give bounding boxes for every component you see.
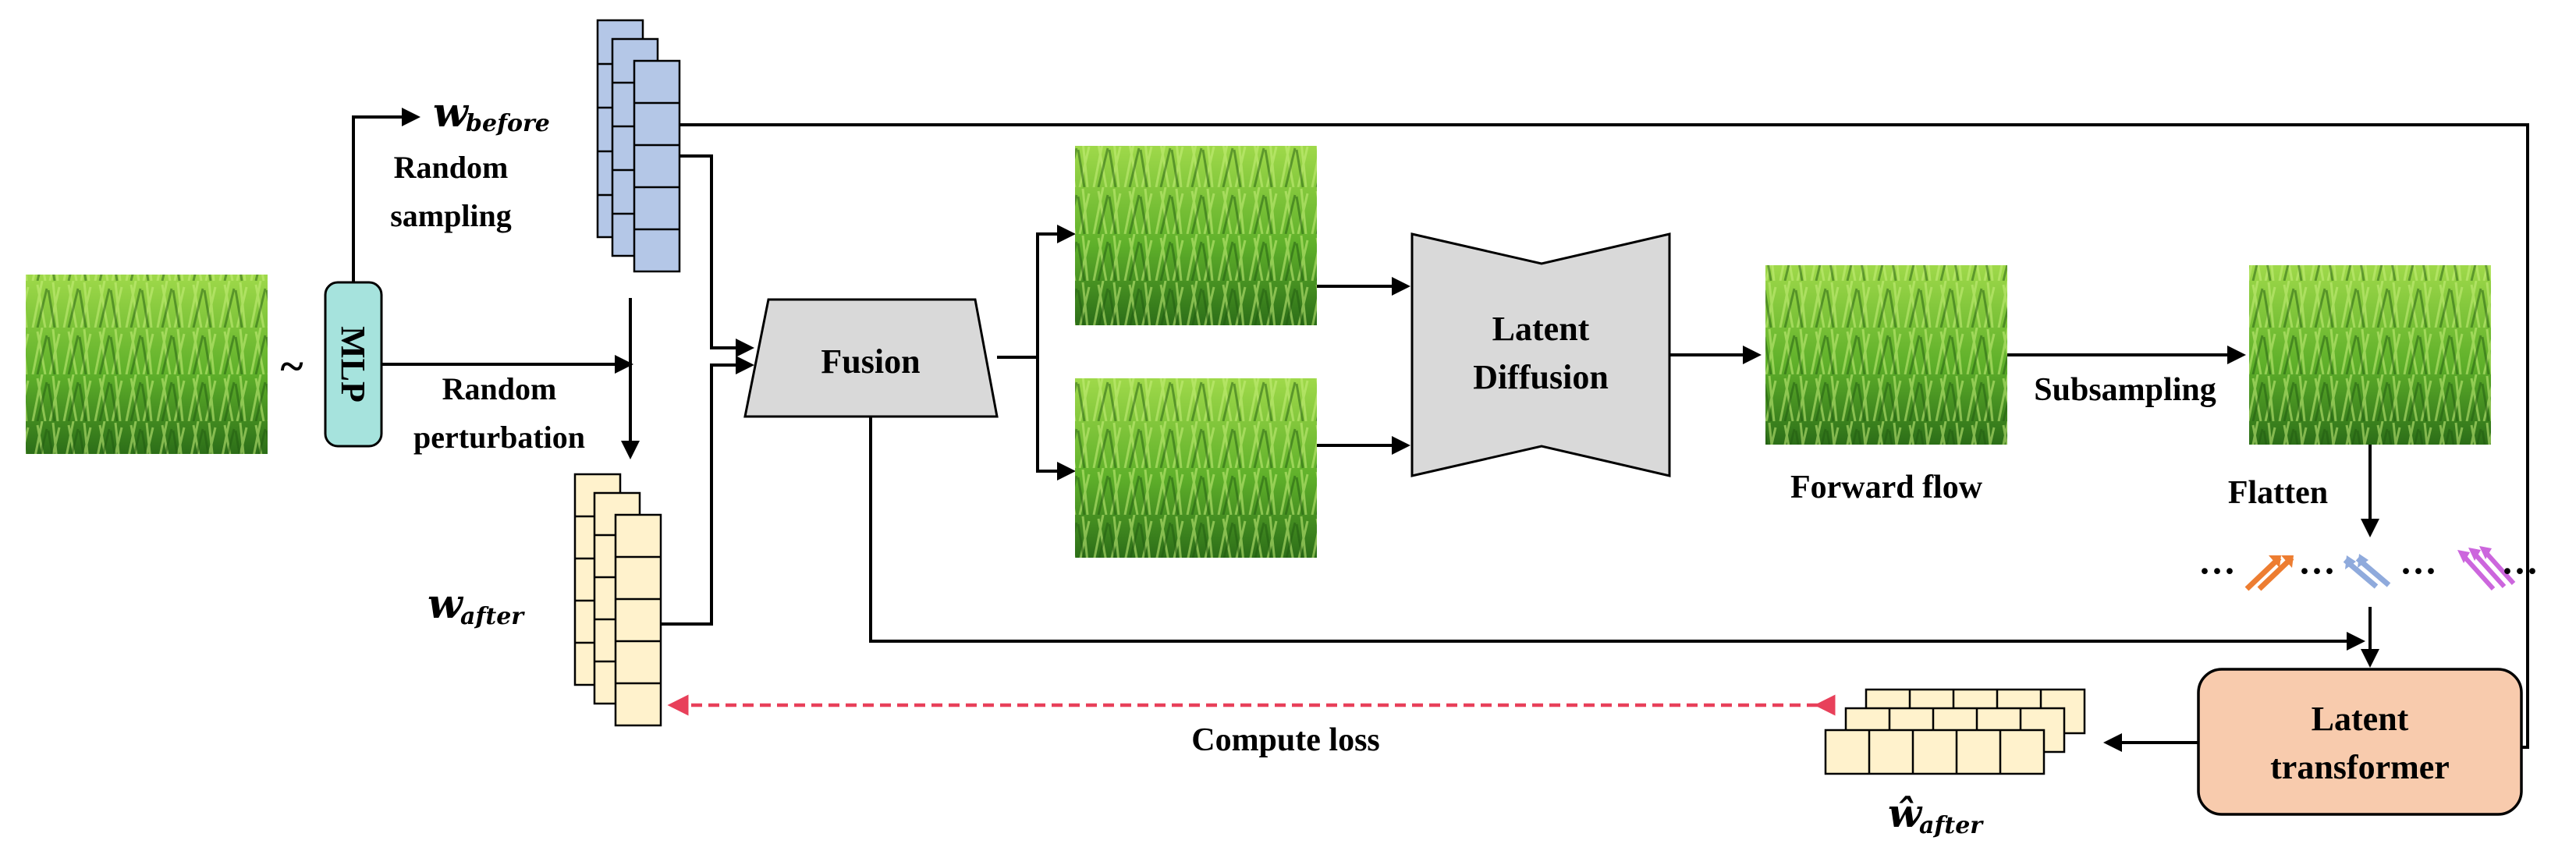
w-hat-after-tokens xyxy=(1824,688,2086,775)
svg-text:w: w xyxy=(428,580,464,628)
flattened-vector-tokens: ··· ··· ··· ··· xyxy=(2198,546,2539,592)
arrow-w-before-to-fusion xyxy=(679,154,754,357)
w-before-symbol: w before xyxy=(433,89,550,137)
w-hat-after-symbol: ŵ after xyxy=(1888,790,1984,839)
arrow-fusion-to-transformer xyxy=(869,417,2365,651)
subsampling-label: Subsampling xyxy=(2034,372,2216,408)
svg-text:before: before xyxy=(466,110,550,137)
fusion-block xyxy=(743,298,999,418)
svg-text:w: w xyxy=(433,89,470,137)
svg-text:ŵ: ŵ xyxy=(1888,790,1923,836)
flatten-label: Flatten xyxy=(2228,475,2328,511)
w-after-tokens xyxy=(573,473,662,727)
arrow-fusion-to-images xyxy=(997,225,1076,359)
w-after-symbol: w after xyxy=(428,580,525,630)
latent-diffusion-label-2: Diffusion xyxy=(1473,358,1609,396)
tilde-symbol: ~ xyxy=(280,342,303,391)
compute-loss-label: Compute loss xyxy=(1191,722,1380,758)
svg-text:···: ··· xyxy=(2400,551,2437,592)
w-before-tokens xyxy=(596,19,681,273)
latent-transformer-label-2: transformer xyxy=(2270,748,2450,786)
latent-diffusion-label: Latent xyxy=(1492,310,1590,348)
svg-text:···: ··· xyxy=(2298,551,2336,592)
fused-grass-image-bottom xyxy=(1075,378,1317,558)
arrow-w-after-to-fusion xyxy=(661,356,754,626)
arrow-fusion-to-image-2 xyxy=(1036,357,1076,480)
random-sampling-label-2: sampling xyxy=(390,198,512,233)
arrow-mlp-to-w-before xyxy=(352,108,420,282)
fusion-label: Fusion xyxy=(821,342,920,381)
latent-transformer-label: Latent xyxy=(2312,700,2409,738)
random-perturbation-label: Random xyxy=(442,371,557,406)
random-perturbation-label-2: perturbation xyxy=(413,420,585,455)
latent-diffusion-block xyxy=(1410,232,1671,477)
svg-text:···: ··· xyxy=(2198,551,2236,592)
input-grass-image xyxy=(26,275,268,454)
random-sampling-label: Random xyxy=(394,150,509,185)
latent-transformer-block xyxy=(2197,668,2523,816)
mlp-label: MLP xyxy=(334,326,372,402)
forward-flow-image xyxy=(1765,265,2007,445)
svg-text:···: ··· xyxy=(2501,551,2539,592)
forward-flow-label: Forward flow xyxy=(1790,470,1983,505)
subsampled-flow-image xyxy=(2249,265,2491,445)
fused-grass-image-top xyxy=(1075,146,1317,325)
svg-text:after: after xyxy=(1919,812,1984,839)
svg-text:after: after xyxy=(460,603,525,630)
